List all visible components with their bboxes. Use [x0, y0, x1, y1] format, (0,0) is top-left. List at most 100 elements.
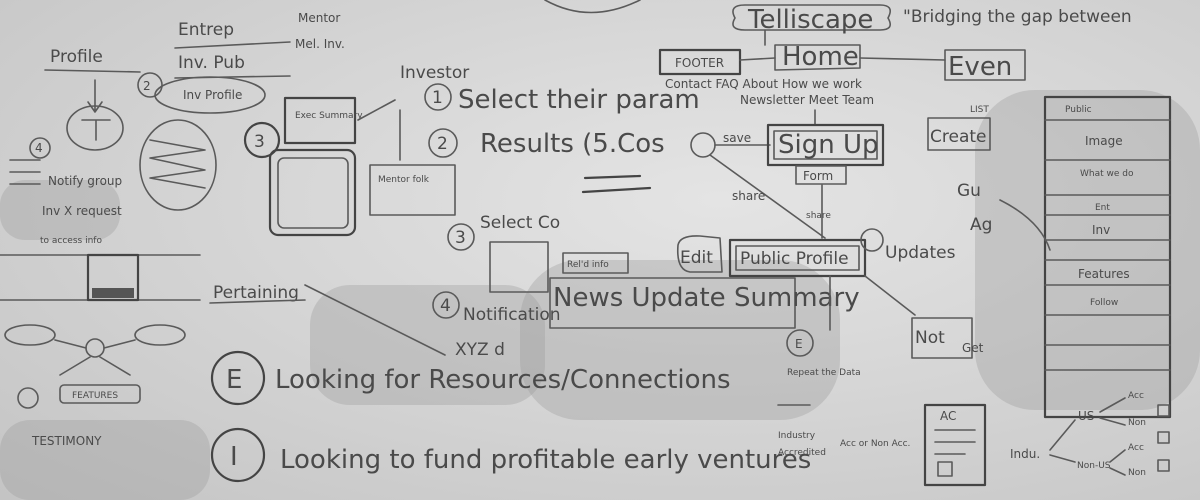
step1-text: Select their param [458, 85, 700, 115]
co-box [489, 241, 549, 293]
e-glyph-small: E [795, 337, 803, 351]
stack-what: What we do [1080, 169, 1134, 179]
legend-e-text: Looking for Resources/Connections [275, 365, 731, 395]
scribble [581, 174, 652, 194]
mentor-label: Mentor [298, 11, 340, 25]
stack-ent: Ent [1095, 203, 1110, 213]
save-label: save [723, 131, 751, 145]
brand-name: Telliscape [747, 5, 873, 35]
tree-lines [1099, 397, 1126, 476]
ac-label: AC [940, 409, 956, 423]
page-stack-frame [1043, 95, 1172, 419]
get-label: Get [962, 341, 984, 355]
list-lines [9, 159, 41, 185]
glare-blob [975, 90, 1200, 410]
footer-label: FOOTER [675, 56, 724, 70]
acc1-label: Acc [1128, 391, 1144, 401]
testimony-label: TESTIMONY [31, 434, 102, 448]
ac-checkbox [937, 461, 953, 477]
step2-text: Results (5.Cos [480, 129, 665, 159]
connector [829, 275, 916, 331]
circle-shape [66, 105, 124, 151]
step-circle [137, 72, 163, 98]
list-label: LIST [970, 105, 989, 115]
create-label: Create [930, 127, 987, 147]
create-box [927, 117, 991, 151]
step-circle [428, 128, 458, 158]
e-node [786, 329, 814, 357]
center-node [85, 338, 105, 358]
tree-lines [1049, 419, 1076, 463]
stack-follow: Follow [1090, 298, 1118, 308]
public-profile-label: Public Profile [740, 249, 849, 269]
underline [44, 69, 141, 73]
brand-cloud [732, 4, 891, 31]
checkbox [1157, 404, 1170, 417]
acc2-label: Acc [1128, 443, 1144, 453]
entrep-label: Entrep [178, 20, 234, 40]
pertaining-text: Pertaining [213, 283, 299, 303]
sketch-frame [268, 148, 357, 237]
features-box [59, 384, 141, 404]
scribble-oval [139, 119, 217, 211]
step-num: 4 [440, 296, 451, 316]
form-box [795, 165, 847, 185]
industry-label: Industry [778, 431, 816, 441]
tagline: "Bridging the gap between [903, 7, 1132, 27]
pertaining-lines [209, 284, 446, 356]
t-glyph [81, 119, 111, 141]
save-node [690, 132, 716, 158]
share-label-2: share [806, 211, 831, 221]
step-num: 2 [437, 134, 448, 154]
events-label: Even [948, 52, 1012, 82]
checkbox [1157, 431, 1170, 444]
step-circle [432, 291, 460, 319]
legend-i-text: Looking to fund profitable early venture… [280, 445, 811, 475]
mentor-folk-box [369, 164, 456, 216]
hero-image-box [86, 253, 140, 302]
footer-box [658, 48, 742, 76]
inv-profile-label: Inv Profile [183, 88, 242, 102]
home-box [774, 44, 861, 71]
glare-blob [520, 260, 840, 420]
not-box [911, 317, 973, 359]
events-box [944, 49, 1026, 81]
features-label: FEATURES [72, 391, 118, 401]
mentor-inv-label: Mel. Inv. [295, 37, 345, 51]
step-num: 4 [35, 141, 43, 155]
e-circle [210, 350, 266, 406]
stack-image: Image [1085, 134, 1123, 148]
public-profile-box [728, 238, 867, 278]
news-update-text: News Update Summary [553, 283, 860, 313]
not-label: Not [915, 328, 945, 348]
stack-features: Features [1078, 267, 1130, 281]
rel-info-box [562, 252, 629, 274]
stack-dividers [1044, 119, 1171, 371]
step-num: 3 [455, 228, 466, 248]
updates-node [860, 228, 884, 252]
nav-links: Contact FAQ About How we work [665, 77, 862, 91]
notify-group-label: Notify group [48, 174, 122, 188]
step-circle [447, 223, 475, 251]
guest-label: Gu [957, 181, 981, 201]
inv-pub-label: Inv. Pub [178, 53, 245, 73]
access-info-label: to access info [40, 236, 102, 246]
glare-blob [0, 420, 210, 500]
scribble [149, 139, 206, 189]
non1-label: Non [1128, 418, 1146, 428]
edit-label: Edit [680, 248, 713, 268]
us-label: US [1078, 409, 1094, 423]
step-num: 3 [254, 132, 265, 152]
ag-label: Ag [970, 215, 992, 235]
sign-up-box [766, 123, 885, 167]
repeat-label: Repeat the Data [787, 368, 861, 378]
checkbox [1157, 459, 1170, 472]
step-num: 2 [143, 79, 151, 93]
i-glyph: I [230, 442, 238, 472]
connector [739, 57, 776, 61]
inv-profile-oval [154, 76, 266, 114]
ac-lines [934, 429, 976, 455]
connector [859, 57, 946, 61]
